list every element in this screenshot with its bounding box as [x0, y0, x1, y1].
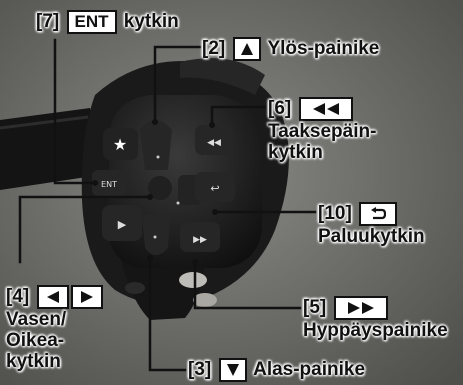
label-left-right-switch: [4] Vasen/ Oikea- kytkin	[6, 285, 105, 372]
ent-key-box: ENT	[67, 10, 117, 34]
label-down-button: [3] Alas-painike	[188, 358, 365, 382]
label-up-button: [2] Ylös-painike	[202, 37, 379, 61]
label-ent-text: kytkin	[124, 11, 179, 32]
fast-forward-icon	[334, 296, 388, 320]
label-return-number: [10]	[318, 203, 352, 224]
label-ent-switch: [7] ENT kytkin	[36, 10, 179, 34]
label-back-switch: [6] Taaksepäin- kytkin	[268, 97, 376, 163]
down-arrow-icon	[219, 358, 247, 382]
label-lr-line1: Vasen/	[6, 309, 105, 330]
label-ent-number: [7]	[36, 11, 59, 32]
return-arrow-icon	[359, 202, 397, 226]
right-arrow-icon	[71, 285, 103, 309]
label-back-line1: Taaksepäin-	[268, 121, 376, 142]
label-return-text: Paluukytkin	[318, 226, 425, 247]
label-down-number: [3]	[188, 359, 211, 380]
label-up-number: [2]	[202, 38, 225, 59]
label-down-text: Alas-painike	[253, 359, 365, 380]
label-lr-number: [4]	[6, 286, 29, 307]
svg-text:★: ★	[113, 135, 127, 154]
svg-text:◀◀: ◀◀	[207, 138, 221, 148]
left-arrow-icon	[37, 285, 69, 309]
up-arrow-icon	[233, 37, 261, 61]
svg-text:ENT: ENT	[101, 180, 117, 189]
label-back-line2: kytkin	[268, 142, 376, 163]
rewind-icon	[299, 97, 353, 121]
label-return-switch: [10] Paluukytkin	[318, 202, 425, 247]
svg-text:↩: ↩	[210, 182, 219, 195]
label-skip-button: [5] Hyppäyspainike	[303, 296, 448, 341]
label-lr-line3: kytkin	[6, 351, 105, 372]
svg-text:▶: ▶	[118, 218, 127, 231]
svg-text:▶▶: ▶▶	[193, 235, 207, 245]
label-up-text: Ylös-painike	[267, 38, 379, 59]
label-lr-line2: Oikea-	[6, 330, 105, 351]
label-back-number: [6]	[268, 98, 291, 119]
label-skip-number: [5]	[303, 297, 326, 318]
label-skip-text: Hyppäyspainike	[303, 320, 448, 341]
